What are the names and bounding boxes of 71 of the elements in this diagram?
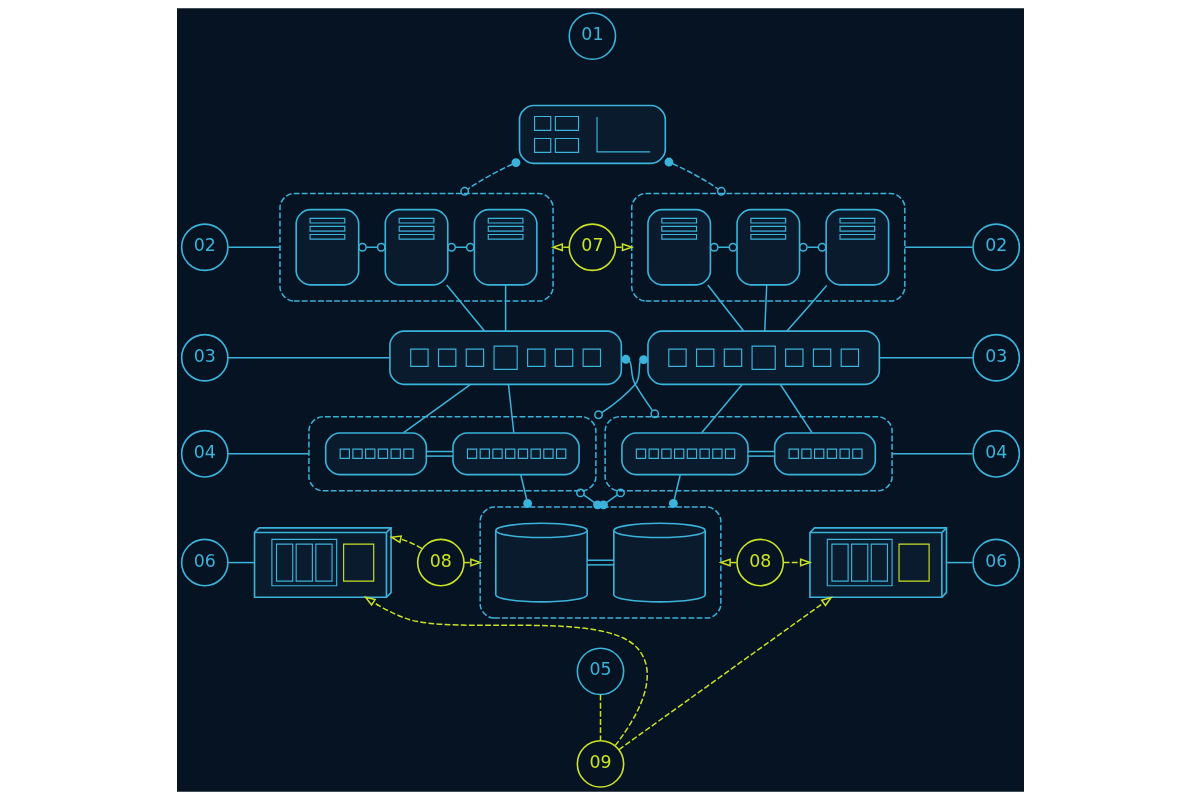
- node-circle: 03: [180, 333, 229, 382]
- connector: [226, 357, 390, 359]
- connector: [785, 284, 828, 332]
- node-box: [646, 208, 711, 286]
- arrow: [550, 242, 570, 252]
- connector: [227, 246, 281, 248]
- connector: [945, 561, 973, 564]
- node-circle: 04: [971, 429, 1020, 478]
- connector: [586, 559, 614, 566]
- connector: [878, 357, 974, 359]
- connector: [709, 242, 737, 252]
- node-circle: 05: [576, 647, 624, 696]
- node-picture: [518, 104, 666, 165]
- node-circle: 04: [180, 429, 229, 478]
- connector: [620, 354, 659, 419]
- arrow: [782, 558, 812, 567]
- node-box: [383, 208, 449, 286]
- connector: [599, 694, 601, 742]
- connector: [890, 453, 973, 455]
- cluster: [603, 416, 893, 492]
- connector: [445, 284, 485, 332]
- arrow: [363, 596, 648, 747]
- cluster: [307, 416, 597, 492]
- arrow: [718, 558, 737, 567]
- connector: [700, 383, 743, 434]
- node-circle: 03: [971, 333, 1020, 382]
- node-box: [294, 208, 359, 286]
- node-box: [735, 208, 800, 286]
- arrow: [614, 242, 634, 252]
- cluster: [278, 192, 554, 302]
- connector: [798, 242, 827, 252]
- cluster: [478, 506, 722, 619]
- cluster: [630, 192, 906, 302]
- connector: [706, 284, 744, 332]
- node-bar: [388, 330, 622, 386]
- connector: [747, 450, 775, 457]
- connector: [226, 453, 310, 455]
- node-bar: [646, 330, 880, 386]
- connector: [663, 157, 726, 196]
- connector: [227, 561, 255, 564]
- node-bar: [620, 432, 749, 476]
- connector: [668, 474, 681, 508]
- node-circle: 02: [180, 223, 229, 272]
- node-bar: [451, 432, 580, 476]
- connector: [446, 242, 475, 252]
- node-circle: 08: [416, 538, 465, 587]
- connector: [507, 383, 515, 434]
- connector: [763, 284, 767, 332]
- node-circle: 09: [576, 739, 624, 788]
- node-circle: 01: [567, 12, 616, 61]
- node-box: [473, 208, 538, 286]
- node-circle: 06: [180, 538, 229, 587]
- connector: [459, 158, 520, 196]
- connector: [779, 383, 813, 434]
- connector: [593, 355, 648, 420]
- node-circle: 02: [971, 223, 1020, 272]
- connector: [504, 284, 506, 332]
- connector: [598, 488, 625, 510]
- node-box: [824, 208, 889, 286]
- node-circle: 08: [735, 538, 784, 587]
- node-circle: 06: [971, 538, 1020, 587]
- arrow: [462, 558, 482, 567]
- arrow: [617, 596, 833, 751]
- connector: [357, 242, 386, 252]
- connector: [519, 474, 532, 508]
- connector: [903, 246, 973, 248]
- connector: [425, 450, 453, 457]
- node-circle: 07: [567, 223, 616, 272]
- node-bar: [324, 432, 427, 476]
- arrow: [388, 535, 423, 550]
- node-bar: [773, 432, 876, 476]
